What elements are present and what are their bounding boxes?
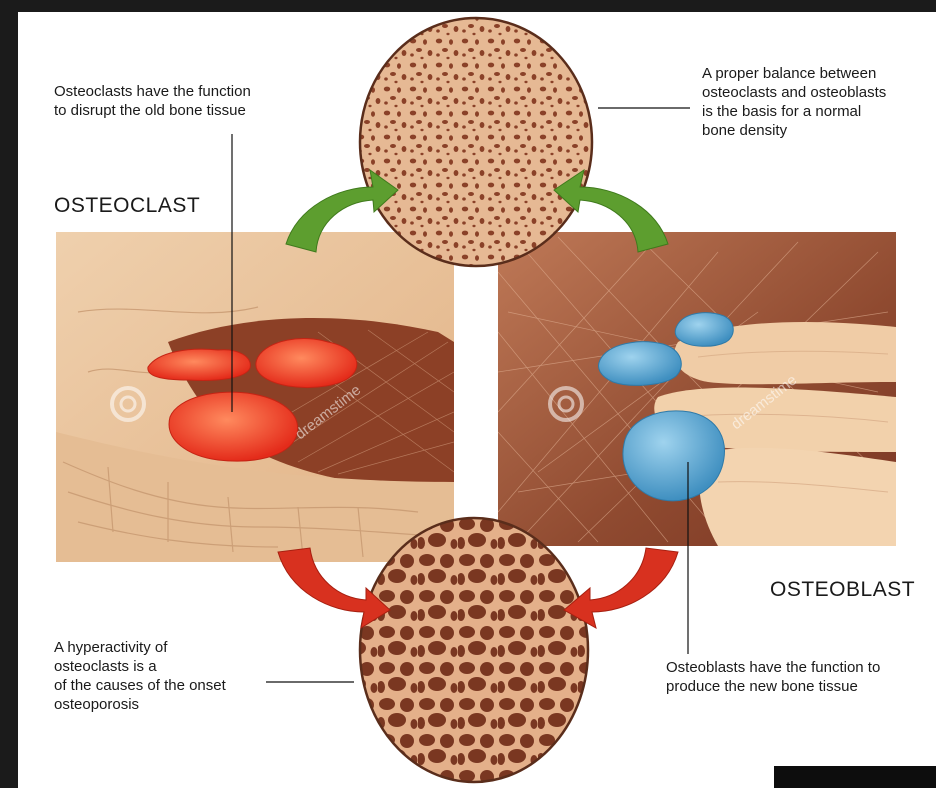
osteoblast-cell (623, 411, 725, 501)
normal-bone-density-circle (360, 18, 592, 266)
osteoclast-function-text: Osteoclasts have the function to disrupt… (54, 82, 251, 120)
osteoclast-cell (256, 338, 357, 387)
osteoblast-heading: OSTEOBLAST (770, 578, 915, 602)
osteoblast-function-text: Osteoblasts have the function to produce… (666, 658, 880, 696)
osteoblast-cell (675, 313, 733, 347)
balance-text: A proper balance between osteoclasts and… (702, 64, 886, 140)
curved-arrow-red-right (564, 548, 678, 628)
osteoclast-heading: OSTEOCLAST (54, 194, 200, 218)
osteoclast-cell (169, 392, 297, 461)
hyperactivity-text: A hyperactivity of osteoclasts is a of t… (54, 638, 226, 714)
illustration-frame: dreamstime dreamstime Ost (18, 12, 936, 788)
corner-banner (774, 766, 936, 788)
osteoporotic-bone-circle (360, 518, 588, 782)
